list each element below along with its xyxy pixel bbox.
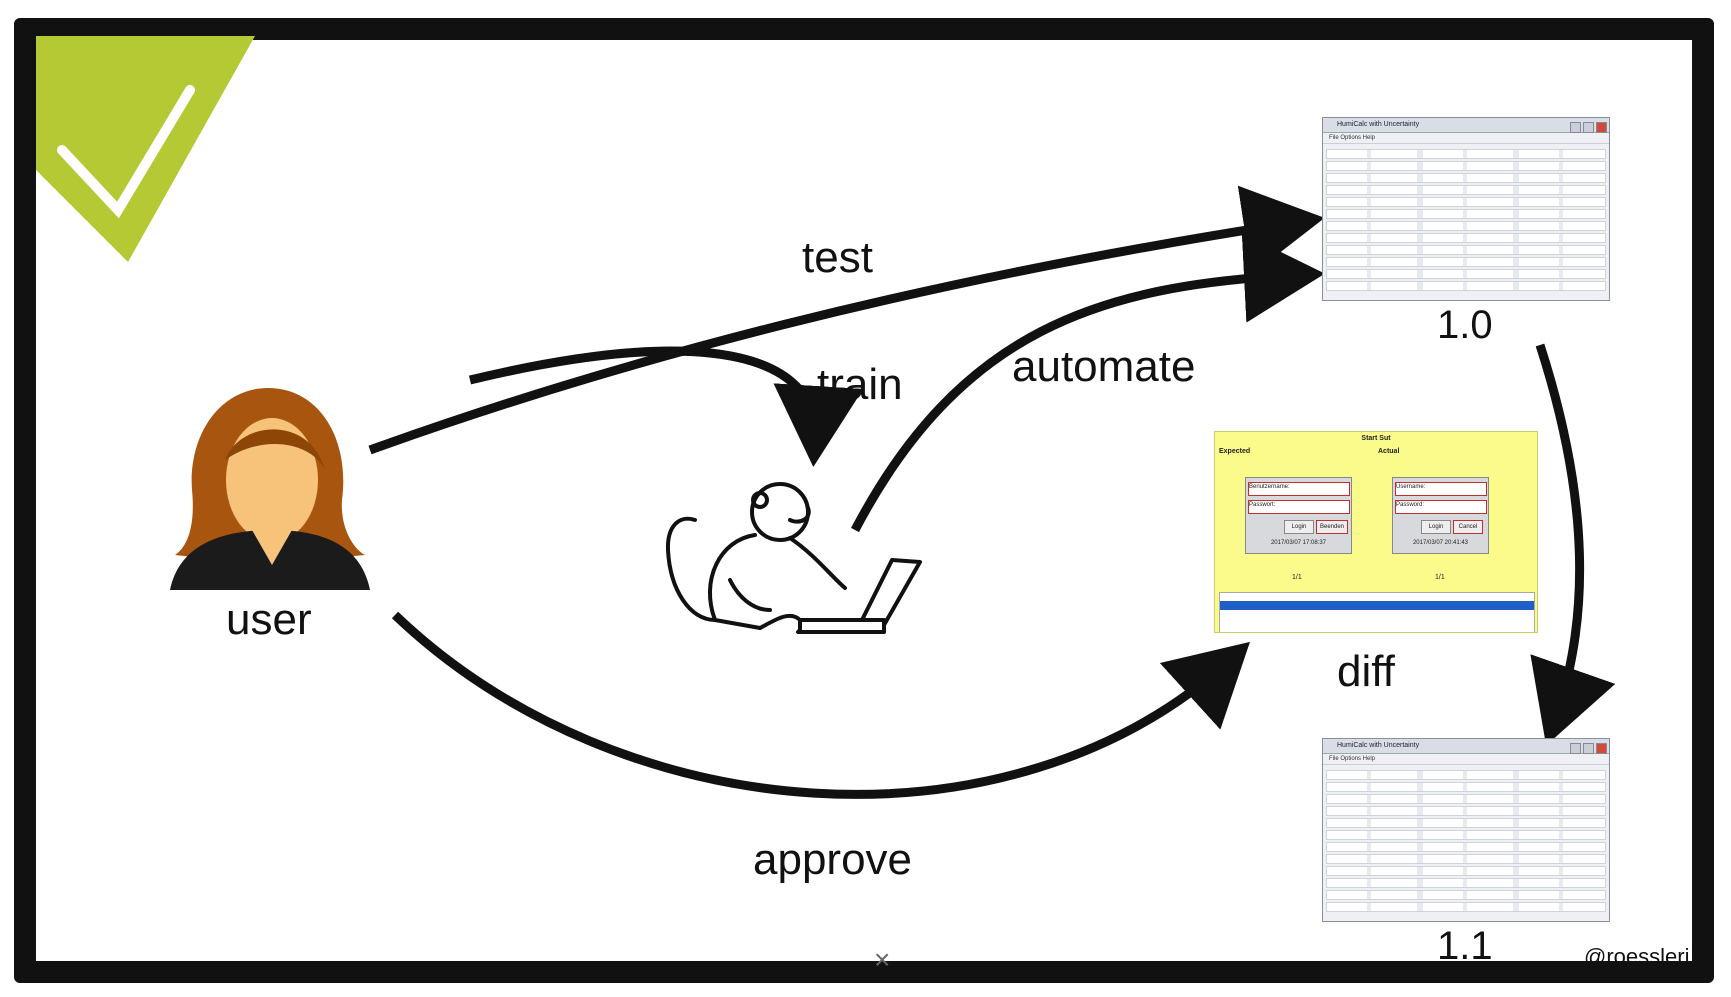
window-title: HumiCalc with Uncertainty [1323, 118, 1609, 133]
label-approve: approve [753, 835, 913, 884]
actual-dialog: Username: Password: Login Cancel 2017/03… [1392, 477, 1489, 554]
screenshot-v2: HumiCalc with Uncertainty File Options H… [1322, 738, 1610, 922]
actual-pager: 1/1 [1435, 574, 1445, 581]
window-buttons [1568, 120, 1607, 138]
window-menu: File Options Help [1323, 754, 1609, 765]
expected-pager: 1/1 [1292, 574, 1302, 581]
diff-table-selected-row [1220, 601, 1534, 610]
actual-login-button: Login [1421, 520, 1451, 534]
expected-close-button: Beenden [1316, 520, 1348, 534]
arrow-automate [851, 232, 1325, 533]
expected-login-button: Login [1284, 520, 1314, 534]
arrow-test [368, 185, 1325, 455]
window-title: HumiCalc with Uncertainty [1323, 739, 1609, 754]
label-diff: diff [1337, 647, 1395, 696]
twitter-handle: @roesslerj [1584, 944, 1690, 969]
expected-date: 2017/03/07 17:08:37 [1270, 540, 1327, 546]
screenshot-v1: HumiCalc with Uncertainty File Options H… [1322, 117, 1610, 301]
corner-check-icon [36, 36, 255, 262]
arrow-train [468, 346, 864, 467]
expected-dialog: Benutzername: Passwort: Login Beenden 20… [1245, 477, 1352, 554]
diff-expected-label: Expected [1219, 448, 1251, 455]
rough-frame [14, 18, 1714, 983]
expected-field-username: Benutzername: [1248, 482, 1350, 496]
form-rows [1323, 144, 1609, 296]
label-automate: automate [1012, 342, 1196, 391]
window-menu: File Options Help [1323, 133, 1609, 144]
user-avatar-icon [170, 388, 370, 590]
version-label-1-1: 1.1 [1437, 924, 1493, 968]
diff-actual-label: Actual [1378, 448, 1400, 455]
actual-field-username: Username: [1395, 482, 1487, 496]
form-rows [1323, 765, 1609, 917]
version-label-1-0: 1.0 [1437, 303, 1493, 347]
expected-field-password: Passwort: [1248, 500, 1350, 514]
actual-cancel-button: Cancel [1453, 520, 1483, 534]
close-icon[interactable]: × [874, 944, 891, 975]
arrow-approve [391, 611, 1250, 799]
diff-header: Start Sut [1361, 435, 1391, 442]
diff-table [1219, 592, 1535, 632]
label-user: user [226, 595, 312, 644]
monkey-laptop-icon [665, 482, 922, 634]
window-buttons [1568, 741, 1607, 759]
actual-date: 2017/03/07 20:41:43 [1412, 540, 1469, 546]
label-test: test [802, 233, 873, 282]
actual-field-password: Password: [1395, 500, 1487, 514]
diff-panel: Start Sut Expected Actual Benutzername: … [1214, 431, 1538, 633]
arrow-version [1530, 343, 1616, 746]
label-train: train [817, 360, 903, 409]
